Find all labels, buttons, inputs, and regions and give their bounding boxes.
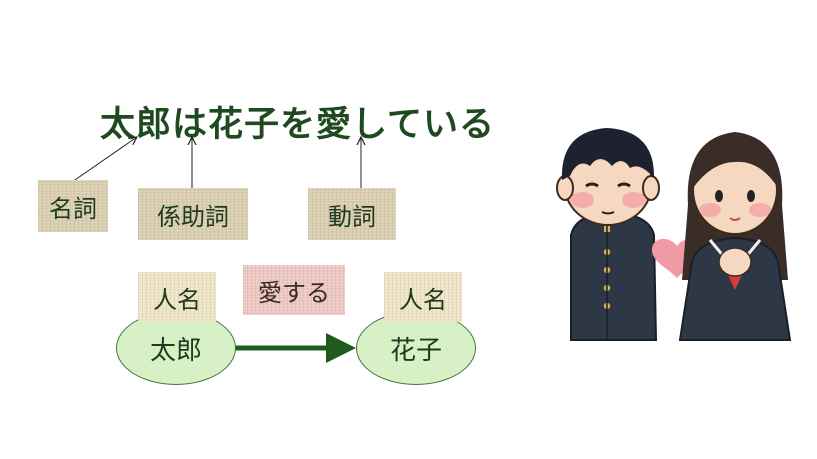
object-node: 花子 [356, 311, 476, 385]
verb-label: 動詞 [308, 188, 396, 240]
noun-label: 名詞 [38, 180, 108, 232]
object-type-label: 人名 [384, 272, 462, 322]
sentence-text: 太郎は花子を愛している [100, 104, 495, 145]
boy-figure [556, 128, 660, 341]
relation-label: 愛する [243, 265, 345, 315]
girl-figure [678, 132, 792, 341]
subject-node: 太郎 [116, 311, 236, 385]
subject-type-label: 人名 [138, 272, 216, 322]
noun-arrow [71, 137, 137, 183]
particle-label: 係助詞 [138, 188, 248, 240]
